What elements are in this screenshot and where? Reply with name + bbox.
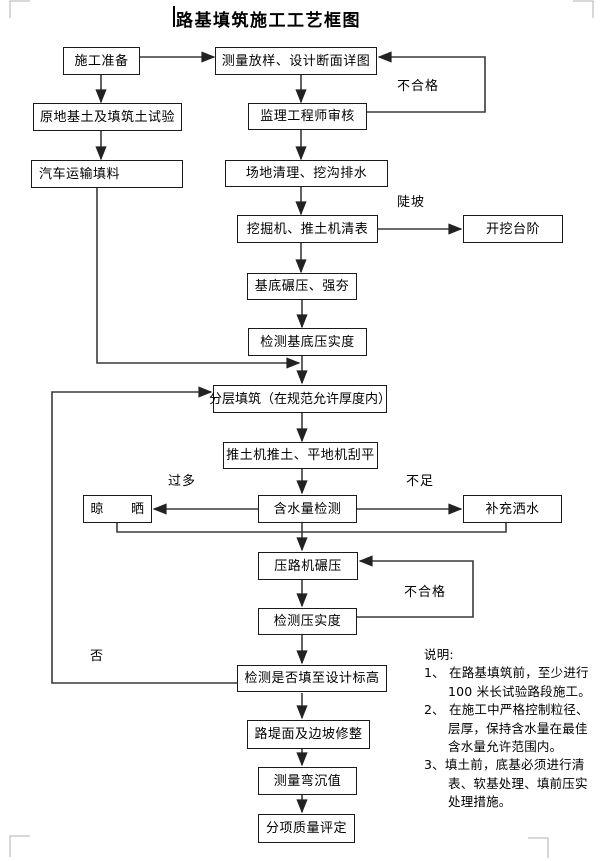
crop-mark [9,0,30,18]
box-soil-test: 原地基土及填筑土试验 [33,103,182,131]
box-base-compaction-test: 检测基底压实度 [248,328,367,356]
connector-fail-loop-top [367,51,486,113]
box-design-elevation-check: 检测是否填至设计标高 [237,665,387,692]
note-line: 表、软基处理、填前压实 [448,775,588,791]
connector-no-loop-to-layerfill [51,386,237,684]
box-compaction-test: 检测压实度 [258,608,357,635]
box-construction-prep: 施工准备 [63,47,140,75]
label-insufficient: 不足 [406,474,435,489]
box-base-rolling: 基底碾压、强夯 [247,273,357,300]
notes-block: 说明: 1、 在路基填筑前，至少进行 100 米长试验路段施工。 2、 在施工中… [424,646,602,812]
box-excavate-steps: 开挖台阶 [463,215,563,243]
label-unqualified-top: 不合格 [397,79,440,94]
notes-heading: 说明: [424,647,454,662]
box-roller-compaction: 压路机碾压 [258,552,358,580]
box-machine-clearing: 挖掘机、推土机清表 [237,215,378,243]
note-line: 含水量允许范围内。 [448,739,563,755]
connector-fail-loop-bottom [357,555,474,618]
page-title: 路基填筑施工工艺框图 [176,11,361,31]
box-supervisor-review: 监理工程师审核 [248,103,367,130]
crop-mark [9,835,30,857]
label-unqualified-bottom: 不合格 [404,585,447,600]
label-too-much: 过多 [168,474,197,489]
connector-truck-to-mainline [96,188,301,369]
note-line: 1、 在路基填筑前，至少进行 [424,665,589,681]
crop-mark [573,0,594,18]
box-deflection-measure: 测量弯沉值 [258,767,357,795]
note-line: 100 米长试验路段施工。 [448,683,591,699]
note-line: 3、填土前，底基必须进行清 [424,757,585,773]
box-dozer-grader-leveling: 推土机推土、平地机刮平 [223,442,378,469]
crop-mark [528,837,549,858]
box-slope-trimming: 路堤面及边坡修整 [247,720,370,749]
box-air-drying: 晾 晒 [83,495,152,523]
box-supplement-watering: 补充洒水 [463,495,562,523]
box-truck-transport-fill: 汽车运输填料 [31,160,183,188]
box-layered-filling: 分层填筑（在规范允许厚度内） [209,385,391,413]
box-site-clearing: 场地清理、挖沟排水 [225,160,388,187]
note-line: 层厚，保持含水量在最佳 [448,720,588,736]
note-line: 处理措施。 [448,794,512,810]
note-line: 2、 在施工中严格控制粒径、 [424,702,589,718]
connector-sideboxes-merge [116,523,507,533]
box-quality-evaluation: 分项质量评定 [258,814,355,843]
label-steep-slope: 陡坡 [397,195,426,210]
box-survey-layout: 测量放样、设计断面详图 [215,47,377,75]
text-cursor [173,6,175,27]
box-water-content-test: 含水量检测 [258,495,357,523]
label-no: 否 [90,649,105,664]
